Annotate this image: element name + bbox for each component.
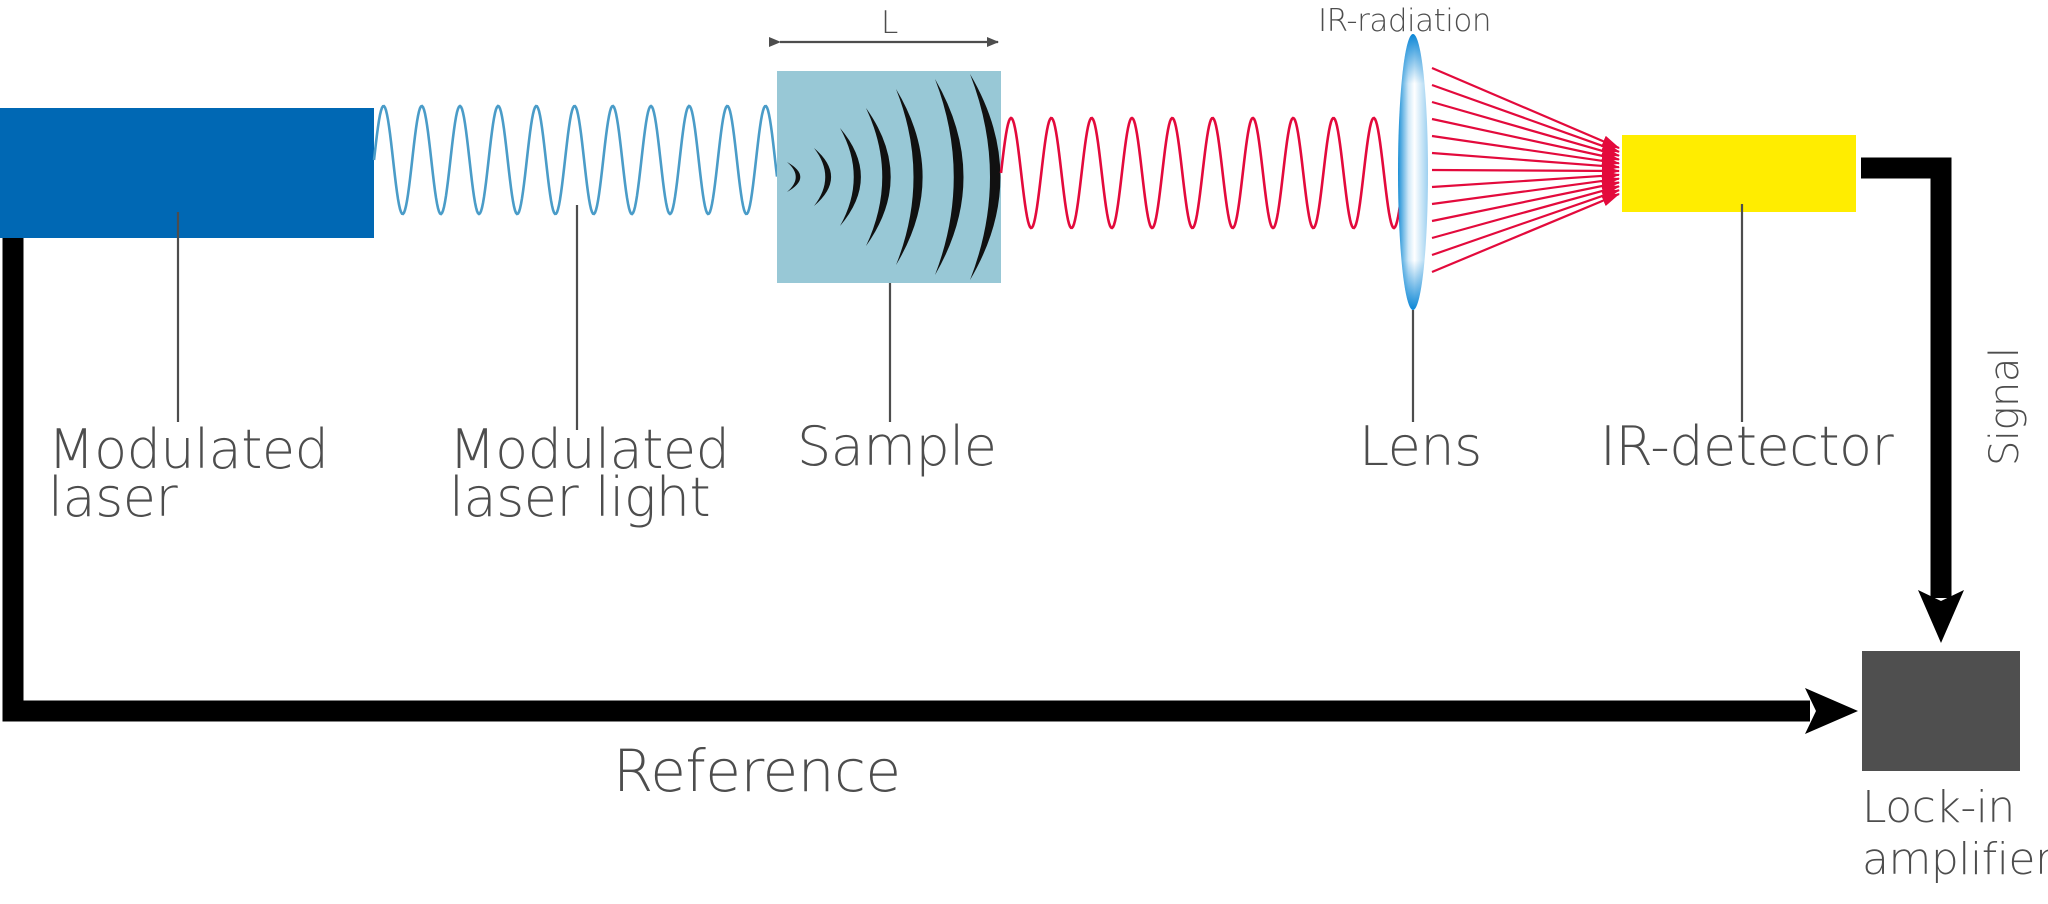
ir-ray (1431, 100, 1620, 157)
ir-ray (1431, 185, 1620, 240)
ir-ray (1431, 83, 1620, 153)
leader-lines (176, 204, 1744, 430)
ir-detector-label: IR-detector (1600, 415, 1894, 478)
lock-in-amplifier-label-line2: amplifier (1862, 834, 2048, 885)
ir-ray (1431, 192, 1620, 274)
ir-radiation-label: IR-radiation (1318, 3, 1492, 39)
ir-ray (1431, 134, 1620, 167)
ir-ray (1431, 169, 1620, 189)
lock-in-amplifier-label-line1: Lock-in (1862, 782, 2015, 833)
modulated-laser-light-label-line1: Modulated (449, 418, 730, 481)
reference-arrow-head (1805, 688, 1858, 734)
modulated-laser-label-line1: Modulated (48, 418, 329, 481)
ir-ray (1431, 175, 1620, 206)
modulated-laser-light-label: Modulated laser light (449, 418, 730, 529)
thermal-wave-arc (814, 148, 832, 206)
modulated-laser-light-wave (372, 104, 779, 216)
ir-detector (1622, 135, 1856, 212)
modulated-laser-light-label-line2: laser light (449, 466, 711, 529)
lock-in-amplifier-label: Lock-in amplifier (1862, 782, 2048, 886)
modulated-laser (0, 108, 374, 238)
thermal-wave-arcs (787, 74, 1001, 280)
signal-arrow-line (1861, 157, 1952, 598)
thermal-wave-arc (896, 89, 923, 265)
thermal-wave-arc (866, 108, 891, 246)
signal-arrow-head (1918, 590, 1964, 643)
lock-in-amplifier (1862, 651, 2020, 771)
modulated-laser-label: Modulated laser (48, 418, 329, 529)
ir-ray (1431, 151, 1620, 172)
ir-ray (1431, 180, 1620, 223)
thermal-wave-arc (787, 162, 801, 192)
sample-label: Sample (797, 415, 997, 478)
converging-ir-rays (1431, 66, 1620, 274)
ir-ray (1431, 117, 1620, 162)
signal-label: Signal (1982, 347, 2028, 466)
thermal-wave-arc (970, 74, 1001, 280)
ir-ray (1431, 66, 1620, 150)
reference-arrow-line (2, 238, 1810, 722)
thermal-wave-arc (935, 79, 964, 275)
reference-label: Reference (613, 737, 901, 805)
thermal-wave-arc (840, 128, 861, 226)
lens (1398, 34, 1428, 310)
ir-ray (1431, 189, 1620, 257)
modulated-laser-label-line2: laser (48, 466, 178, 529)
lens-label: Lens (1359, 415, 1482, 478)
ir-ray (1431, 164, 1620, 177)
ir-radiation-wave (999, 116, 1402, 230)
length-label: L (881, 5, 898, 41)
